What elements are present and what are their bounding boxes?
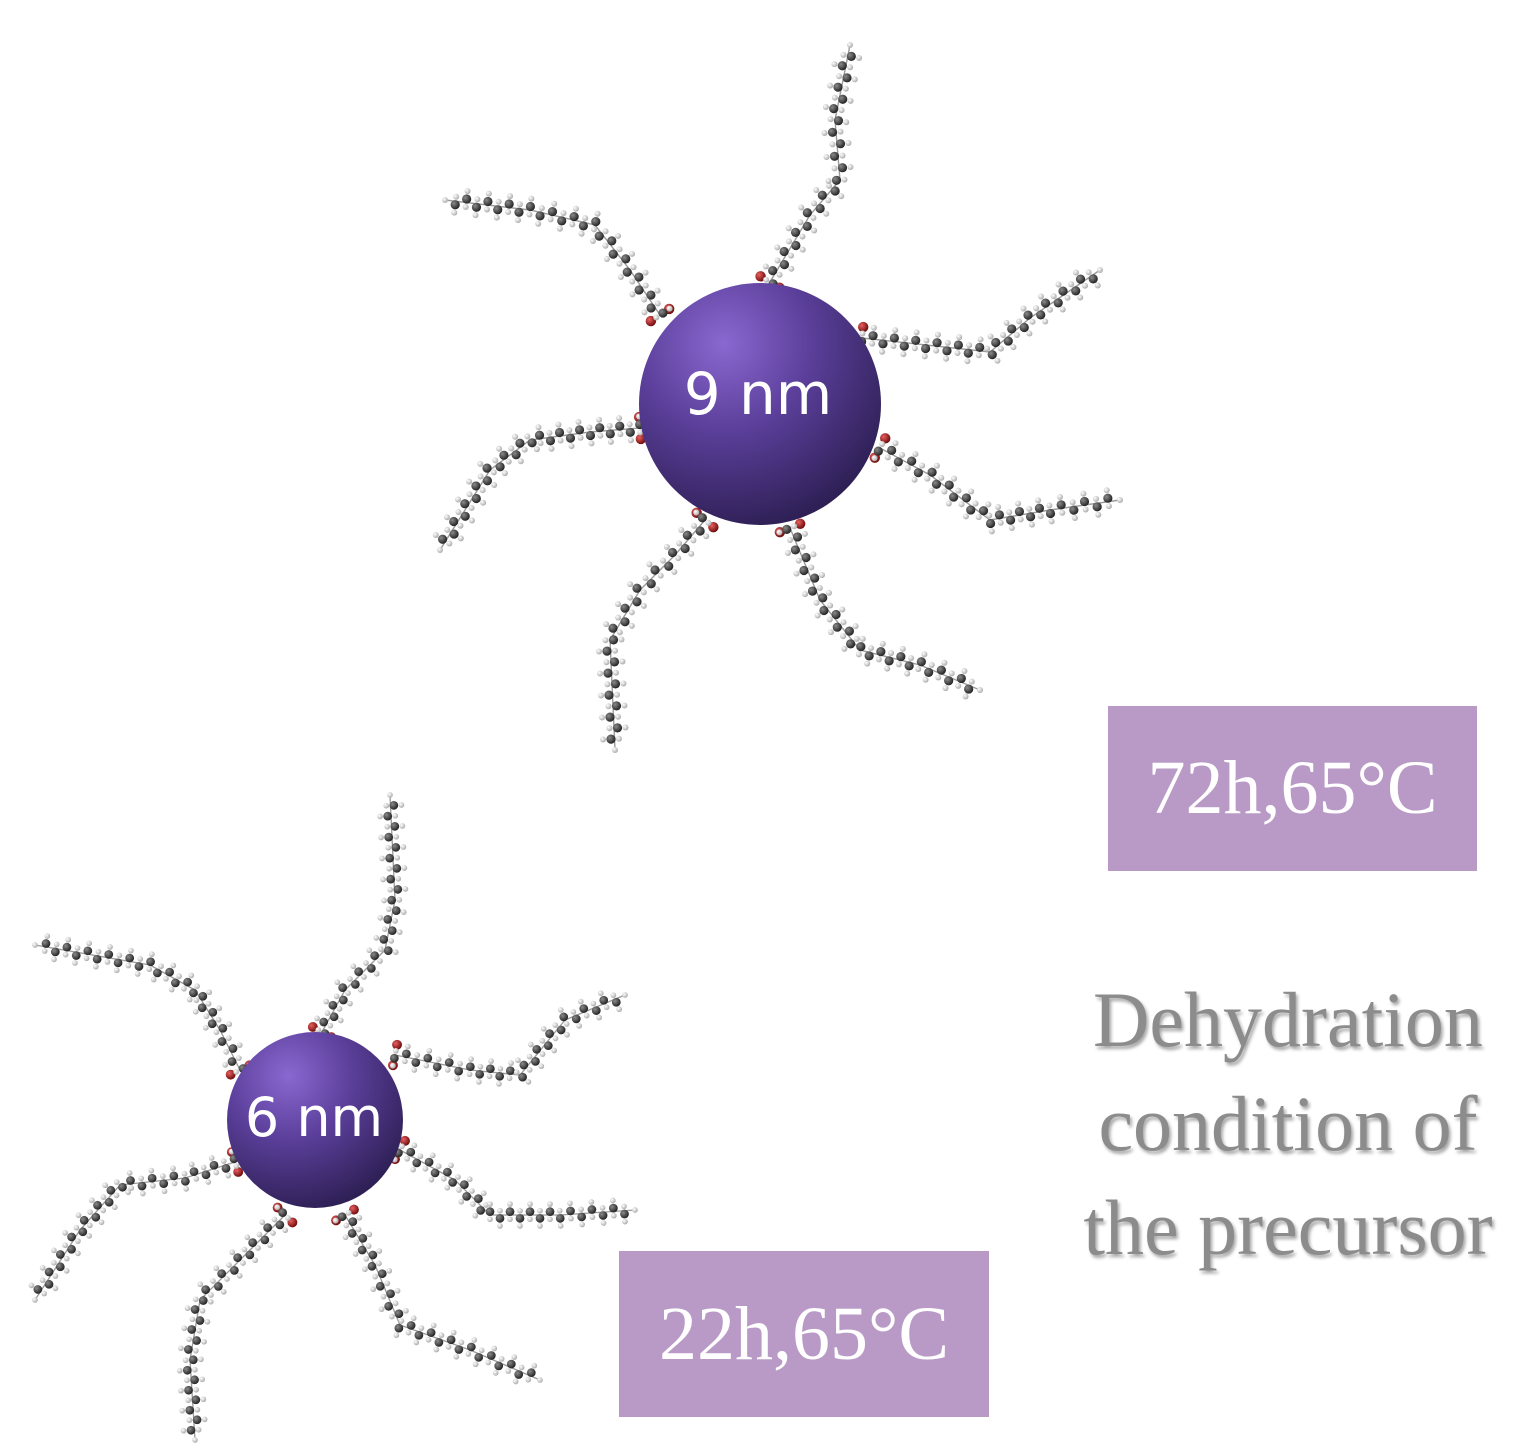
caption-line-3: the precursor	[1083, 1184, 1493, 1271]
ligand-chains-6nm	[28, 792, 638, 1443]
particle-size-label-6nm: 6 nm	[245, 1086, 383, 1149]
dehydration-label-72h: 72h,65°C	[1108, 706, 1477, 871]
particle-core-6nm	[227, 1032, 403, 1208]
caption-line-1: Dehydration	[1093, 976, 1483, 1063]
nanoparticle-6nm: 6 nm	[28, 792, 638, 1443]
dehydration-caption: Dehydration condition of the precursor	[1060, 968, 1516, 1280]
nanoparticle-9nm: 9 nm	[432, 42, 1123, 753]
caption-line-2: condition of	[1098, 1080, 1478, 1167]
particle-size-label-9nm: 9 nm	[684, 360, 833, 428]
dehydration-label-22h: 22h,65°C	[619, 1251, 989, 1417]
particle-core-9nm	[639, 283, 881, 525]
